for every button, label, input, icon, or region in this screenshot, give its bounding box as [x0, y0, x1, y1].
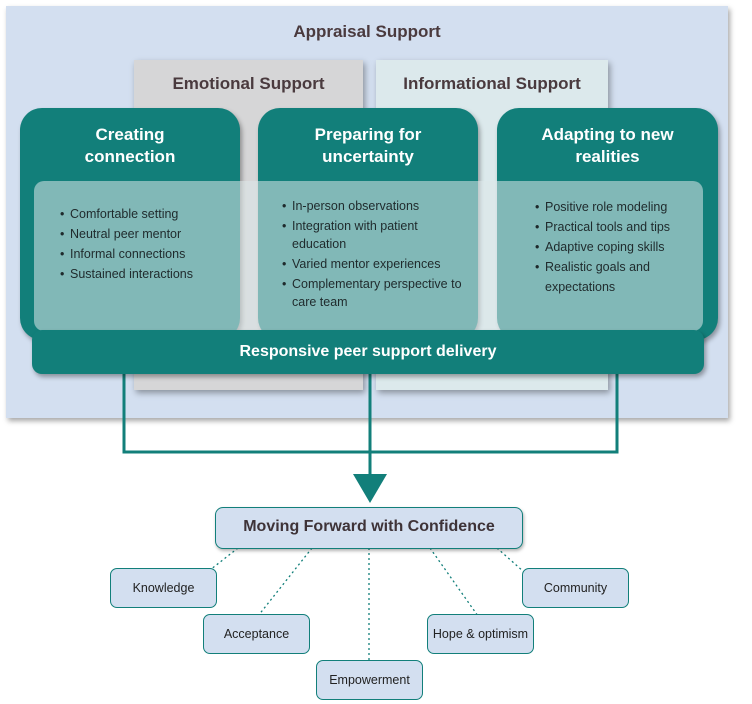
node-empowerment: Empowerment [316, 660, 423, 700]
link-knowledge [209, 547, 239, 571]
list-item: Practical tools and tips [535, 217, 685, 237]
node-hope-optimism: Hope & optimism [427, 614, 534, 654]
node-community: Community [522, 568, 629, 608]
emotional-support-label: Emotional Support [172, 74, 325, 93]
node-knowledge: Knowledge [110, 568, 217, 608]
list-item: Neutral peer mentor [60, 224, 230, 244]
bullets-preparing-uncertainty: In-person observations Integration with … [282, 197, 467, 311]
node-acceptance: Acceptance [203, 614, 310, 654]
link-hope [429, 547, 479, 617]
list-item: Positive role modeling [535, 197, 685, 217]
list-item: Sustained interactions [60, 264, 230, 284]
outcome-box [215, 507, 523, 549]
list-item: Informal connections [60, 244, 230, 264]
delivery-bar-label: Responsive peer support delivery [239, 343, 497, 360]
link-acceptance [257, 547, 313, 617]
appraisal-support-title: Appraisal Support [293, 22, 441, 41]
list-item: Adaptive coping skills [535, 237, 685, 257]
list-item: Integration with patient education [282, 217, 467, 253]
outcome-title: Moving Forward with Confidence [243, 518, 495, 535]
link-community [496, 547, 525, 573]
list-item: Realistic goals and expectations [535, 257, 685, 297]
bullets-adapting-realities: Positive role modeling Practical tools a… [535, 197, 685, 297]
informational-support-label: Informational Support [403, 74, 581, 93]
bullets-creating-connection: Comfortable setting Neutral peer mentor … [60, 204, 230, 284]
list-item: Complementary perspective to care team [282, 275, 467, 311]
list-item: Varied mentor experiences [282, 255, 467, 273]
list-item: In-person observations [282, 197, 467, 215]
flow-arrowhead [353, 474, 387, 503]
delivery-bar [32, 330, 704, 374]
list-item: Comfortable setting [60, 204, 230, 224]
